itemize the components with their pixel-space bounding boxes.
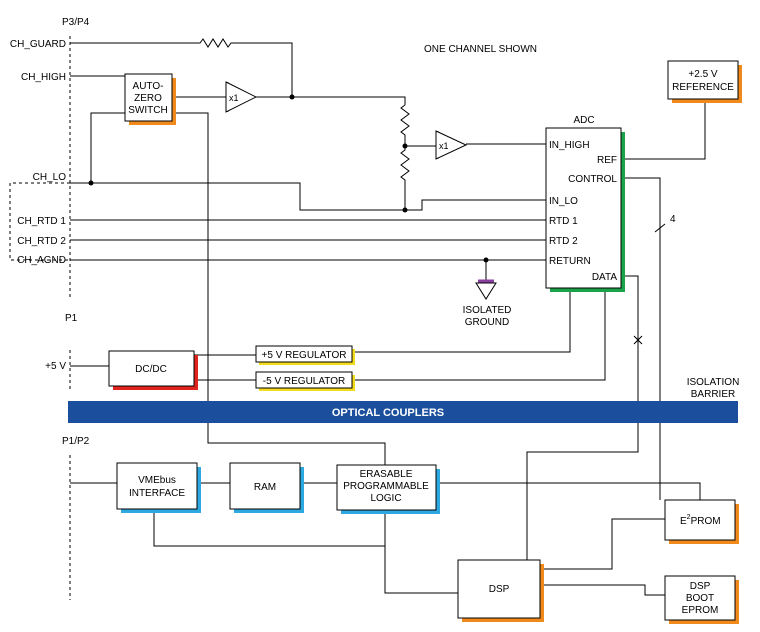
- svg-text:BOOT: BOOT: [686, 593, 714, 604]
- adc-pin-data: DATA: [592, 272, 618, 283]
- vme-dsp-bus-wire: [153, 510, 386, 547]
- ch-rtd2-label: CH_RTD 2: [17, 236, 66, 247]
- buf1-output-wire: [256, 96, 406, 105]
- eeprom-block: E2PROM: [664, 499, 739, 544]
- svg-text:SWITCH: SWITCH: [128, 105, 167, 116]
- svg-text:ZERO: ZERO: [134, 93, 162, 104]
- dsp-block: DSP: [457, 559, 544, 622]
- dcdc-block: DC/DC: [108, 350, 198, 390]
- adc-negreg-wire: [352, 288, 606, 381]
- data-cross-mark: [633, 335, 643, 345]
- svg-text:AUTO-: AUTO-: [133, 81, 164, 92]
- svg-text:VMEbus: VMEbus: [138, 475, 176, 486]
- vmebus-interface-block: VMEbus INTERFACE: [116, 462, 201, 513]
- junction-dot: [402, 143, 408, 149]
- svg-text:x1: x1: [439, 141, 449, 151]
- ch-guard-label: CH_GUARD: [10, 39, 66, 50]
- svg-text:x1: x1: [229, 93, 239, 103]
- dsp-boot-wire: [540, 584, 665, 596]
- isolation-label-2: BARRIER: [691, 389, 735, 400]
- junction-dot: [88, 180, 94, 186]
- svg-text:-5 V REGULATOR: -5 V REGULATOR: [263, 376, 345, 387]
- ram-block: RAM: [229, 462, 304, 513]
- ch-high-label: CH_HIGH: [21, 72, 66, 83]
- svg-text:RAM: RAM: [254, 482, 276, 493]
- ch-lo-wire: [70, 182, 546, 211]
- svg-text:OPTICAL COUPLERS: OPTICAL COUPLERS: [332, 407, 444, 419]
- pos-regulator-block: +5 V REGULATOR: [255, 345, 355, 365]
- svg-text:INTERFACE: INTERFACE: [129, 488, 185, 499]
- isolated-ground-label-2: GROUND: [465, 317, 509, 328]
- svg-text:PROGRAMMABLE: PROGRAMMABLE: [343, 481, 429, 492]
- svg-text:EPROM: EPROM: [682, 605, 719, 616]
- reference-block: +2.5 V REFERENCE: [667, 60, 742, 103]
- junction-dot: [289, 94, 295, 100]
- guard-wire: [70, 38, 293, 97]
- adc-block: [545, 127, 625, 292]
- divider-resistors: [400, 104, 410, 210]
- epl-dsp-wire: [384, 546, 458, 594]
- adc-pin-return: RETURN: [549, 256, 591, 267]
- buffer-2-block: x1: [435, 130, 468, 160]
- svg-text:DSP: DSP: [489, 584, 510, 595]
- neg-regulator-block: -5 V REGULATOR: [255, 371, 355, 391]
- ch-lo-label: CH_LO: [33, 172, 67, 183]
- isolation-label-1: ISOLATION: [687, 377, 740, 388]
- svg-text:ERASABLE: ERASABLE: [360, 469, 413, 480]
- adc-pin-rtd2: RTD 2: [549, 236, 578, 247]
- isolated-ground-label-1: ISOLATED: [463, 305, 512, 316]
- svg-text:+5 V REGULATOR: +5 V REGULATOR: [262, 350, 347, 361]
- ch-rtd1-label: CH_RTD 1: [17, 216, 66, 227]
- adc-title: ADC: [573, 115, 594, 126]
- adc-pin-control: CONTROL: [568, 174, 617, 185]
- plus5v-label: +5 V: [45, 361, 66, 372]
- isolated-ground-symbol: [475, 279, 497, 300]
- svg-text:LOGIC: LOGIC: [370, 493, 401, 504]
- ref-wire: [620, 99, 706, 160]
- adc-pin-in-lo: IN_LO: [549, 196, 578, 207]
- svg-text:REFERENCE: REFERENCE: [672, 82, 734, 93]
- bus-width-label: 4: [670, 214, 676, 225]
- ch-agnd-label: CH_AGND: [17, 255, 66, 266]
- az-control-wire: [172, 112, 386, 465]
- svg-text:DSP: DSP: [690, 581, 711, 592]
- svg-text:DC/DC: DC/DC: [135, 364, 167, 375]
- p3p4-label: P3/P4: [62, 17, 90, 28]
- svg-text:E2PROM: E2PROM: [680, 514, 721, 527]
- adc-pin-rtd1: RTD 1: [549, 216, 578, 227]
- svg-text:+2.5 V: +2.5 V: [688, 69, 718, 80]
- adc-pin-in-high: IN_HIGH: [549, 140, 590, 151]
- adc-posreg-wire: [352, 288, 571, 353]
- data-wire: [526, 275, 639, 560]
- dsp-boot-eprom-block: DSP BOOT EPROM: [664, 575, 739, 624]
- control-wire: [620, 177, 661, 500]
- optical-couplers-bar: OPTICAL COUPLERS: [68, 401, 738, 423]
- p1p2-label: P1/P2: [62, 436, 90, 447]
- adc-pin-ref: REF: [597, 155, 617, 166]
- junction-dot: [402, 207, 408, 213]
- epl-block: ERASABLE PROGRAMMABLE LOGIC: [336, 464, 440, 514]
- lo-agnd-bracket: [9, 182, 70, 261]
- buffer-1-block: x1: [225, 81, 258, 113]
- az-lo-wire: [90, 112, 125, 183]
- autozero-switch-block: AUTO- ZERO SWITCH: [124, 73, 176, 125]
- junction-dot: [483, 257, 489, 263]
- one-channel-note: ONE CHANNEL SHOWN: [424, 44, 537, 55]
- epl-eeprom-wire: [436, 482, 701, 500]
- dsp-eeprom-wire: [540, 518, 665, 570]
- bus-slash: [654, 223, 666, 233]
- p1-label: P1: [65, 313, 78, 324]
